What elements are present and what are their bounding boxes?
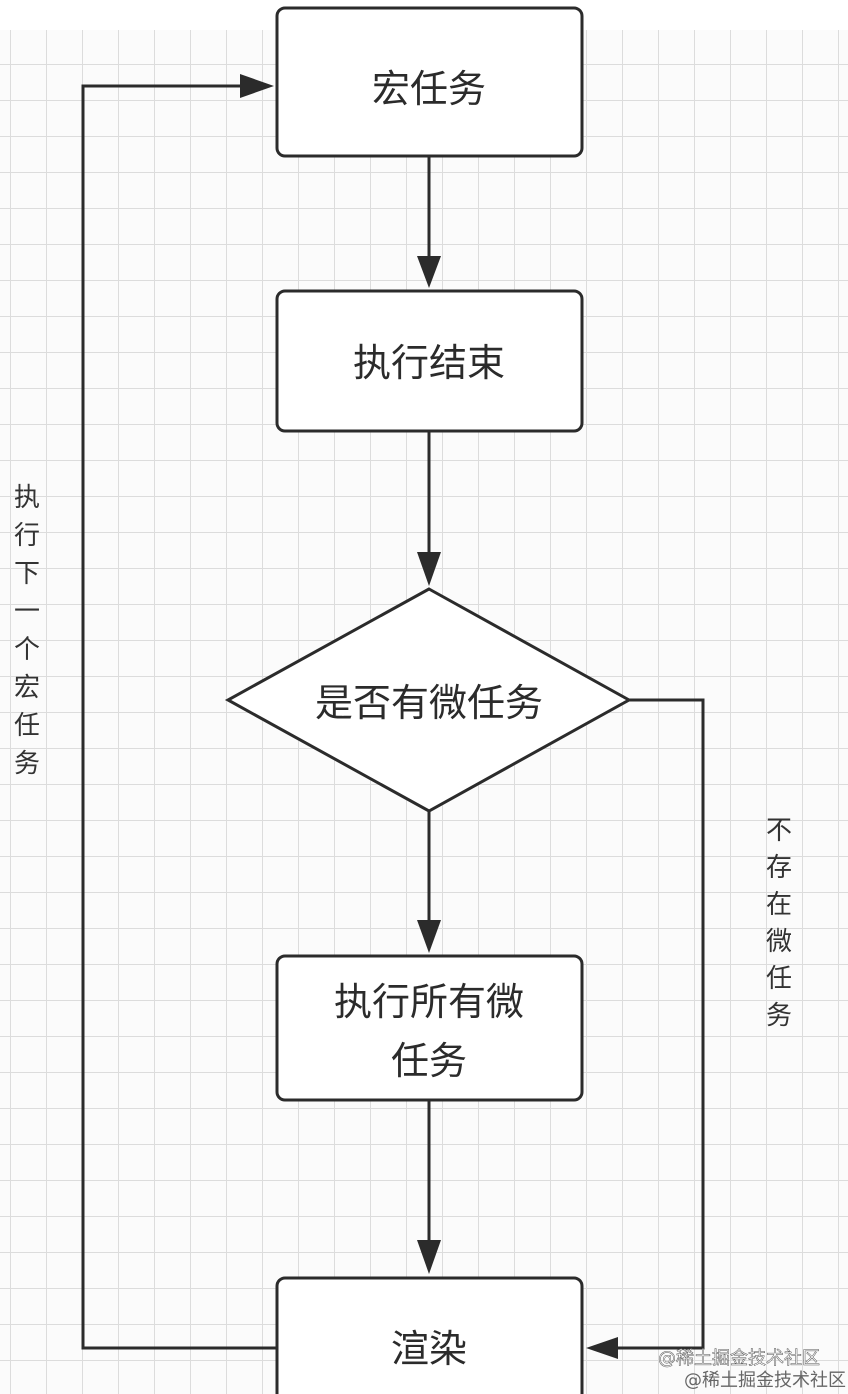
arrowhead-to-decision: [417, 552, 441, 586]
loop-back-label: 执行下一个宏任务: [14, 483, 40, 779]
watermark-line-2: @稀土掘金技术社区: [684, 1370, 846, 1391]
svg-text:执行下一个宏任务: 执行下一个宏任务: [14, 483, 40, 779]
node-execution-end-label: 执行结束: [353, 341, 505, 385]
svg-text:不存在微任务: 不存在微任务: [766, 816, 792, 1031]
node-render-label: 渲染: [391, 1327, 467, 1371]
node-run-all-microtasks-line-2: 任务: [391, 1039, 467, 1083]
arrowhead-to-end: [417, 256, 441, 288]
edge-loop-back: [81, 84, 277, 1350]
arrowhead-loop-back: [240, 74, 274, 98]
node-has-microtask-label: 是否有微任务: [315, 681, 543, 725]
edge-no-microtask: [612, 698, 705, 1350]
arrowhead-to-microtasks: [417, 920, 441, 953]
arrowhead-to-render: [417, 1240, 441, 1274]
node-macro-task-label: 宏任务: [372, 67, 486, 111]
watermark-line-1: @稀土掘金技术社区: [658, 1348, 820, 1369]
node-run-all-microtasks-line-1: 执行所有微: [334, 980, 524, 1024]
no-microtask-label: 不存在微任务: [766, 816, 792, 1031]
arrowhead-no-microtask: [586, 1337, 618, 1359]
